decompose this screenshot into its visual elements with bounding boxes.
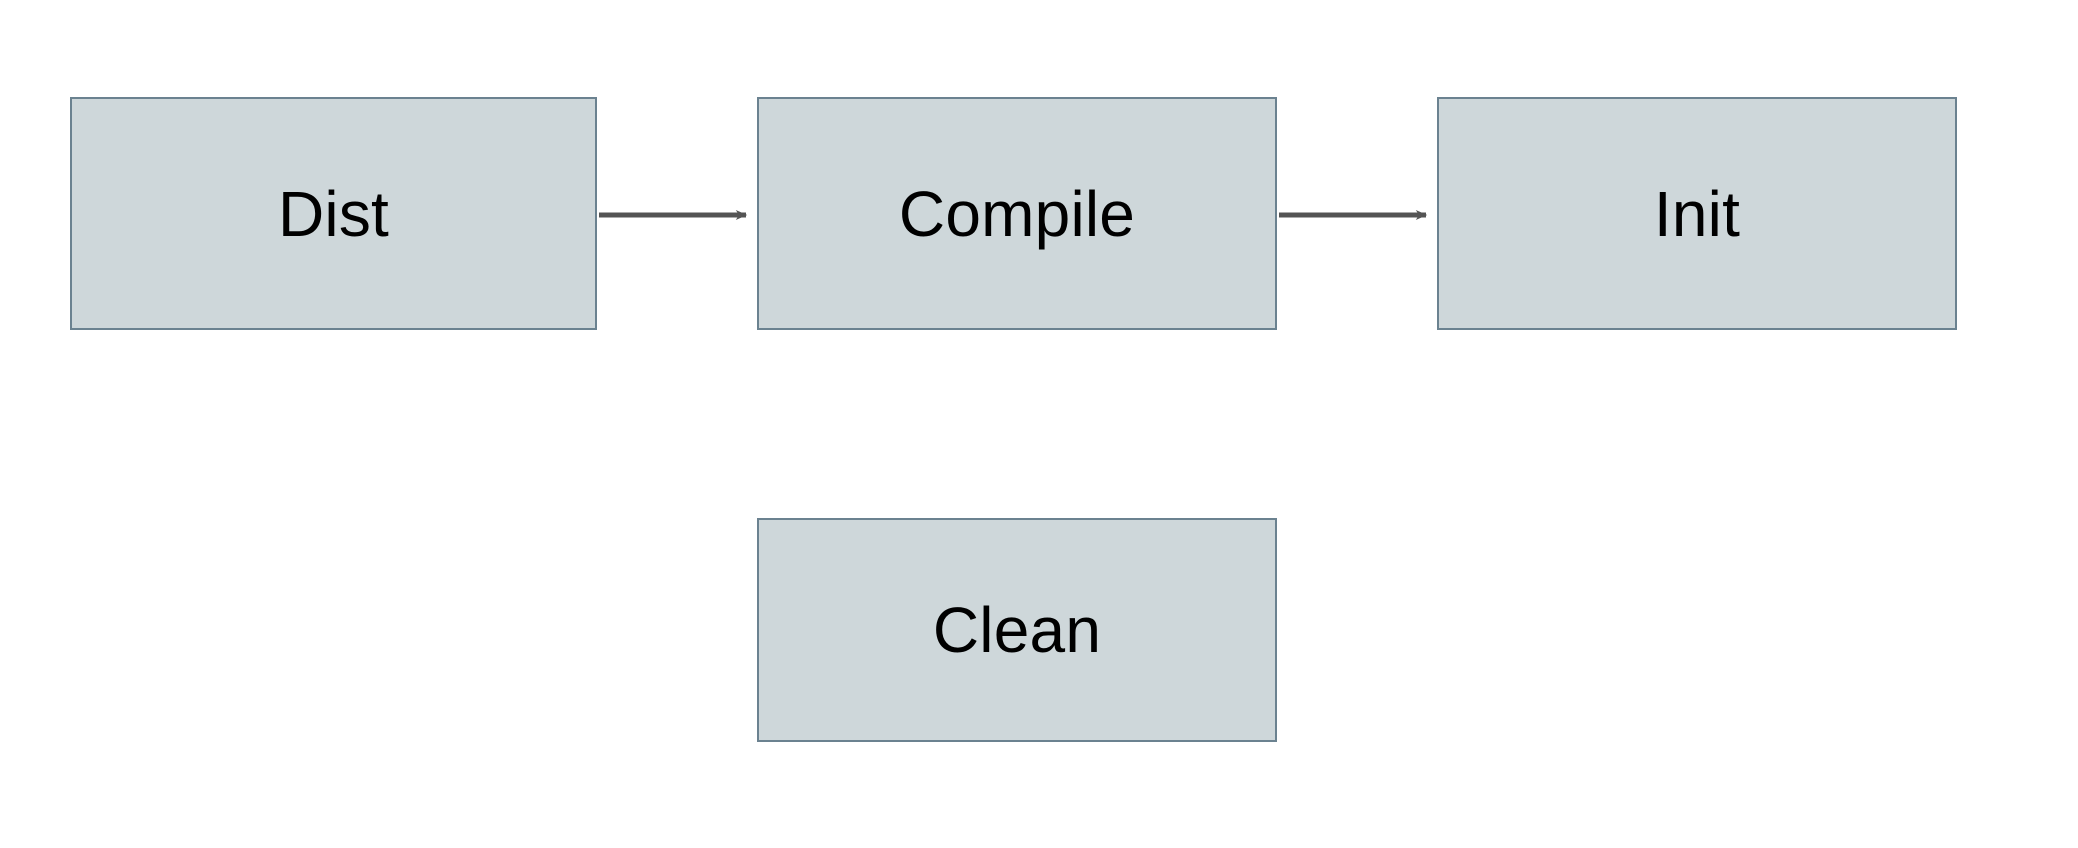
node-dist-label: Dist xyxy=(277,177,390,250)
node-clean-label: Clean xyxy=(932,594,1102,666)
node-compile[interactable]: Compile xyxy=(757,97,1277,330)
edge-compile-to-init-hit[interactable] xyxy=(1279,199,1435,231)
node-init[interactable]: Init xyxy=(1437,97,1957,330)
node-dist[interactable]: Dist xyxy=(70,97,597,330)
node-clean[interactable]: Clean xyxy=(757,518,1277,742)
node-init-label: Init xyxy=(1653,177,1741,250)
edge-dist-to-compile-hit[interactable] xyxy=(599,199,755,231)
node-compile-label: Compile xyxy=(898,177,1136,250)
